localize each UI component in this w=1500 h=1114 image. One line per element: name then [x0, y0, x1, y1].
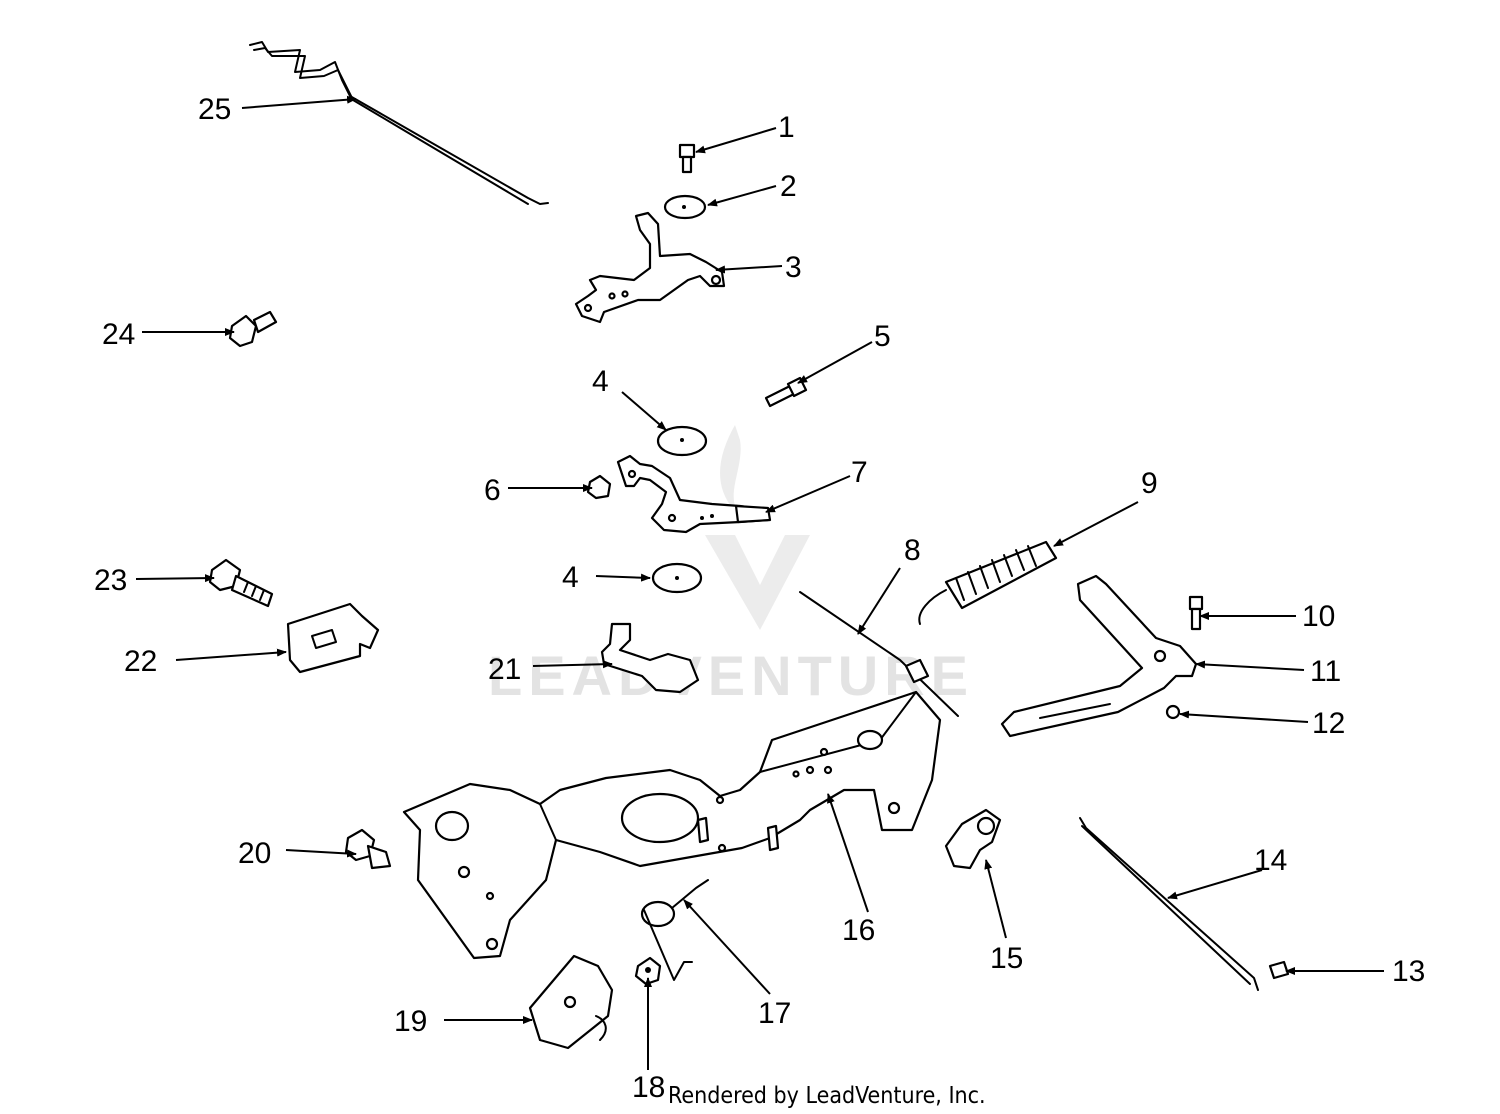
leader-lines: [135, 95, 1384, 1070]
callout-7: 7: [851, 456, 868, 489]
part-24-bolt: [228, 310, 278, 348]
callout-20: 20: [238, 837, 271, 870]
callout-1: 1: [778, 111, 795, 144]
part-16-bracket: [402, 690, 942, 960]
watermark-logo: LEADVENTURE: [488, 425, 974, 707]
part-18-nut: [634, 956, 662, 986]
part-11-lever: [1000, 574, 1198, 738]
callout-17: 17: [758, 997, 791, 1030]
part-20-bolt: [344, 828, 392, 870]
callout-13: 13: [1392, 955, 1425, 988]
callout-22: 22: [124, 645, 157, 678]
credit-text: Rendered by LeadVenture, Inc.: [668, 1083, 986, 1109]
part-17-spring: [640, 879, 709, 981]
part-6-nut: [586, 474, 612, 500]
callout-24: 24: [102, 318, 135, 351]
part-19-block: [528, 954, 614, 1050]
callout-6: 6: [484, 474, 501, 507]
part-13-nut: [1268, 960, 1290, 980]
part-12-nut: [1165, 704, 1181, 720]
callout-10: 10: [1302, 600, 1335, 633]
callout-21: 21: [488, 653, 521, 686]
part-15-clamp: [944, 808, 1002, 870]
part-2-washer: [663, 194, 707, 220]
callout-3: 3: [785, 251, 802, 284]
part-22-clip: [286, 602, 380, 674]
watermark-text: LEADVENTURE: [488, 644, 974, 707]
callout-2: 2: [780, 170, 797, 203]
part-25-rod: [249, 41, 549, 205]
callout-4-lower: 4: [562, 561, 579, 594]
callout-25: 25: [198, 93, 231, 126]
callout-8: 8: [904, 534, 921, 567]
part-21-plate: [600, 622, 700, 694]
part-8-wire: [799, 591, 959, 717]
callout-9: 9: [1141, 467, 1158, 500]
callout-5: 5: [874, 320, 891, 353]
callout-19: 19: [394, 1005, 427, 1038]
callout-14: 14: [1254, 844, 1287, 877]
part-4-washer-upper: [656, 425, 708, 457]
part-7-lever: [616, 454, 772, 534]
part-1-screw: [678, 143, 696, 174]
part-9-spring: [918, 540, 1058, 625]
part-4-washer-lower: [651, 562, 703, 594]
callout-15: 15: [990, 942, 1023, 975]
callout-18: 18: [632, 1071, 665, 1104]
callout-16: 16: [842, 914, 875, 947]
callout-12: 12: [1312, 707, 1345, 740]
callouts: 1 2 3 4 5 6 7 8 9 10 11 12 13 14 15 16 1…: [94, 93, 1425, 1104]
callout-4-upper: 4: [592, 365, 609, 398]
callout-11: 11: [1310, 655, 1341, 688]
part-14-rod: [1079, 817, 1259, 991]
callout-23: 23: [94, 564, 127, 597]
part-23-bolt: [208, 558, 274, 608]
part-10-screw: [1188, 595, 1204, 631]
part-3-bracket: [574, 211, 726, 324]
